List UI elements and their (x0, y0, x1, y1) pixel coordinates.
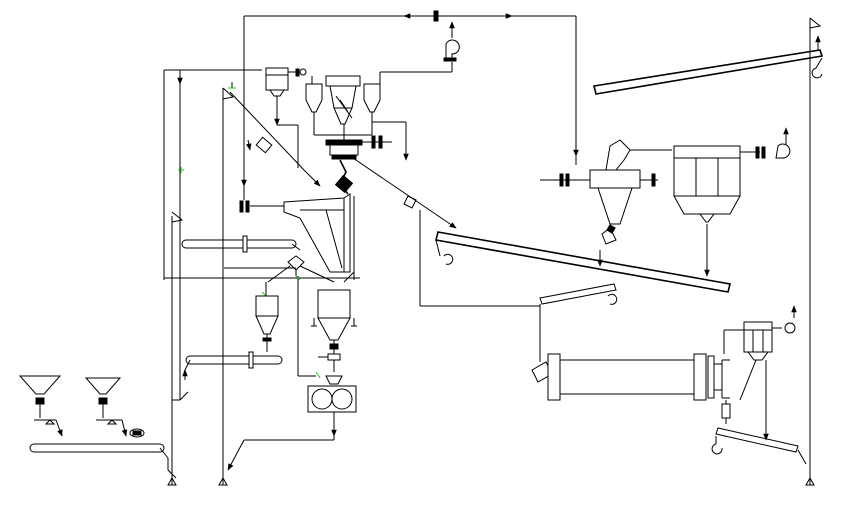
main-inclined-conveyor (349, 121, 731, 307)
building-structure (167, 17, 822, 486)
weigh-feeder-lines (55, 419, 128, 437)
separator (325, 124, 392, 195)
roller-press (227, 375, 357, 471)
belt-conveyor-bottom (29, 443, 177, 479)
fan-top (379, 21, 460, 84)
bag-filter-right (673, 127, 791, 277)
small-inclined-conveyor (539, 283, 618, 362)
top-duct (241, 10, 579, 200)
cyclone-cluster (305, 75, 381, 136)
cyclone-right (540, 139, 672, 245)
bag-filter-top (265, 67, 307, 168)
vertical-mill (239, 193, 351, 273)
belt-conveyor-upper-left (181, 235, 301, 253)
rotary-valve-icon (403, 195, 417, 209)
bottom-right-conveyor (711, 427, 807, 465)
bucket-elevator-1 (163, 69, 262, 401)
bag-filter-ballmill (723, 305, 797, 441)
ball-mill (531, 353, 731, 424)
feed-hopper-2 (84, 377, 122, 425)
mill-discharge-lines (228, 76, 355, 283)
flow-splitter (164, 255, 360, 379)
metal-detector-icon (129, 428, 145, 438)
column-cap-left (171, 211, 184, 223)
belt-conveyor-mid-left (183, 351, 283, 373)
top-right-conveyor (593, 35, 824, 95)
small-bin (255, 282, 279, 352)
rotary-valve-icon (255, 136, 273, 154)
product-bin (311, 289, 357, 372)
feed-hopper-1 (18, 375, 62, 425)
